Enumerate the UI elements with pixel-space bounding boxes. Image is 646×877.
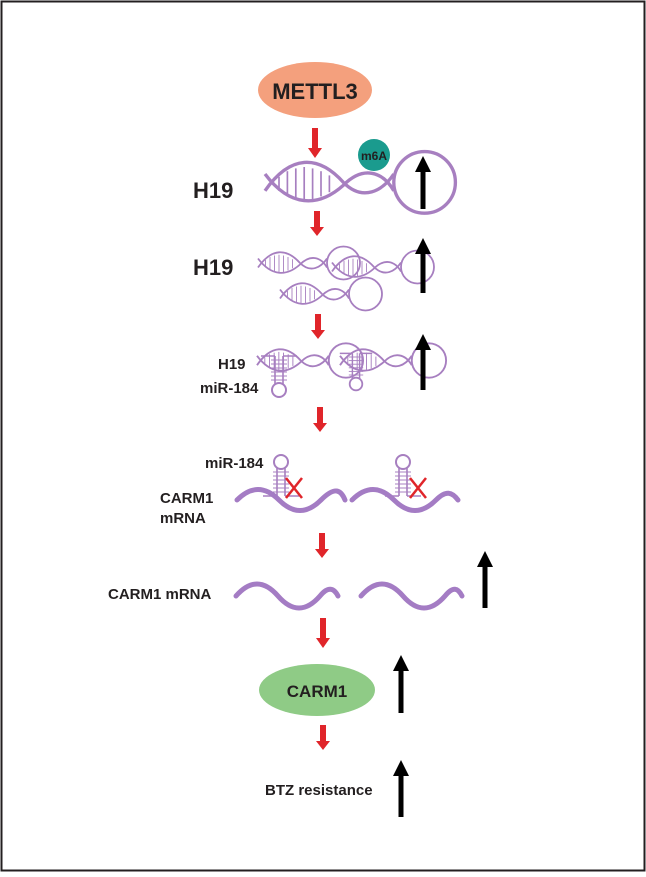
block-x-icon: [409, 477, 427, 499]
flow-arrow: [313, 407, 327, 432]
flow-arrow: [316, 618, 330, 648]
block-x-icon: [285, 477, 303, 499]
flow-arrow: [316, 725, 330, 750]
h19-label-top: H19: [193, 178, 233, 203]
carm1-mrna-bound-strand-2: [349, 487, 461, 513]
increase-arrow-icon: [415, 238, 431, 293]
increase-arrow-icon: [415, 156, 431, 209]
flow-arrow: [310, 211, 324, 236]
carm1-mrna-bound-strand-1: [234, 487, 348, 513]
m6a-badge: [358, 139, 390, 171]
flow-arrow: [308, 128, 322, 158]
btz-resistance-label: BTZ resistance: [265, 782, 373, 799]
h19-rna-copy-3: [279, 276, 383, 312]
carm1-mrna-label: CARM1 mRNA: [108, 586, 212, 603]
increase-arrows: [393, 156, 493, 817]
mettl3-label: METTL3: [272, 79, 358, 104]
flow-arrow: [311, 314, 325, 339]
increase-arrow-icon: [393, 655, 409, 713]
carm1-protein-label: CARM1: [287, 682, 347, 701]
increase-arrow-icon: [415, 334, 431, 390]
flow-arrow: [315, 533, 329, 558]
mettl3-ellipse: [258, 62, 372, 118]
increase-arrow-icon: [477, 551, 493, 608]
flow-arrows: [308, 128, 330, 750]
carm1-mrna-strand-2: [358, 581, 465, 611]
m6a-label: m6A: [361, 149, 387, 163]
mir184-label-pair: miR-184: [200, 380, 259, 397]
h19-label-pair: H19: [218, 356, 246, 373]
carm1-mrna-bound-label-1: CARM1: [160, 490, 213, 507]
increase-arrow-icon: [393, 760, 409, 817]
mir184-label-bound: miR-184: [205, 455, 264, 472]
carm1-mrna-bound-label-2: mRNA: [160, 510, 206, 527]
carm1-protein-ellipse: [259, 664, 375, 716]
h19-label-multi: H19: [193, 255, 233, 280]
carm1-mrna-strand-1: [233, 581, 341, 611]
